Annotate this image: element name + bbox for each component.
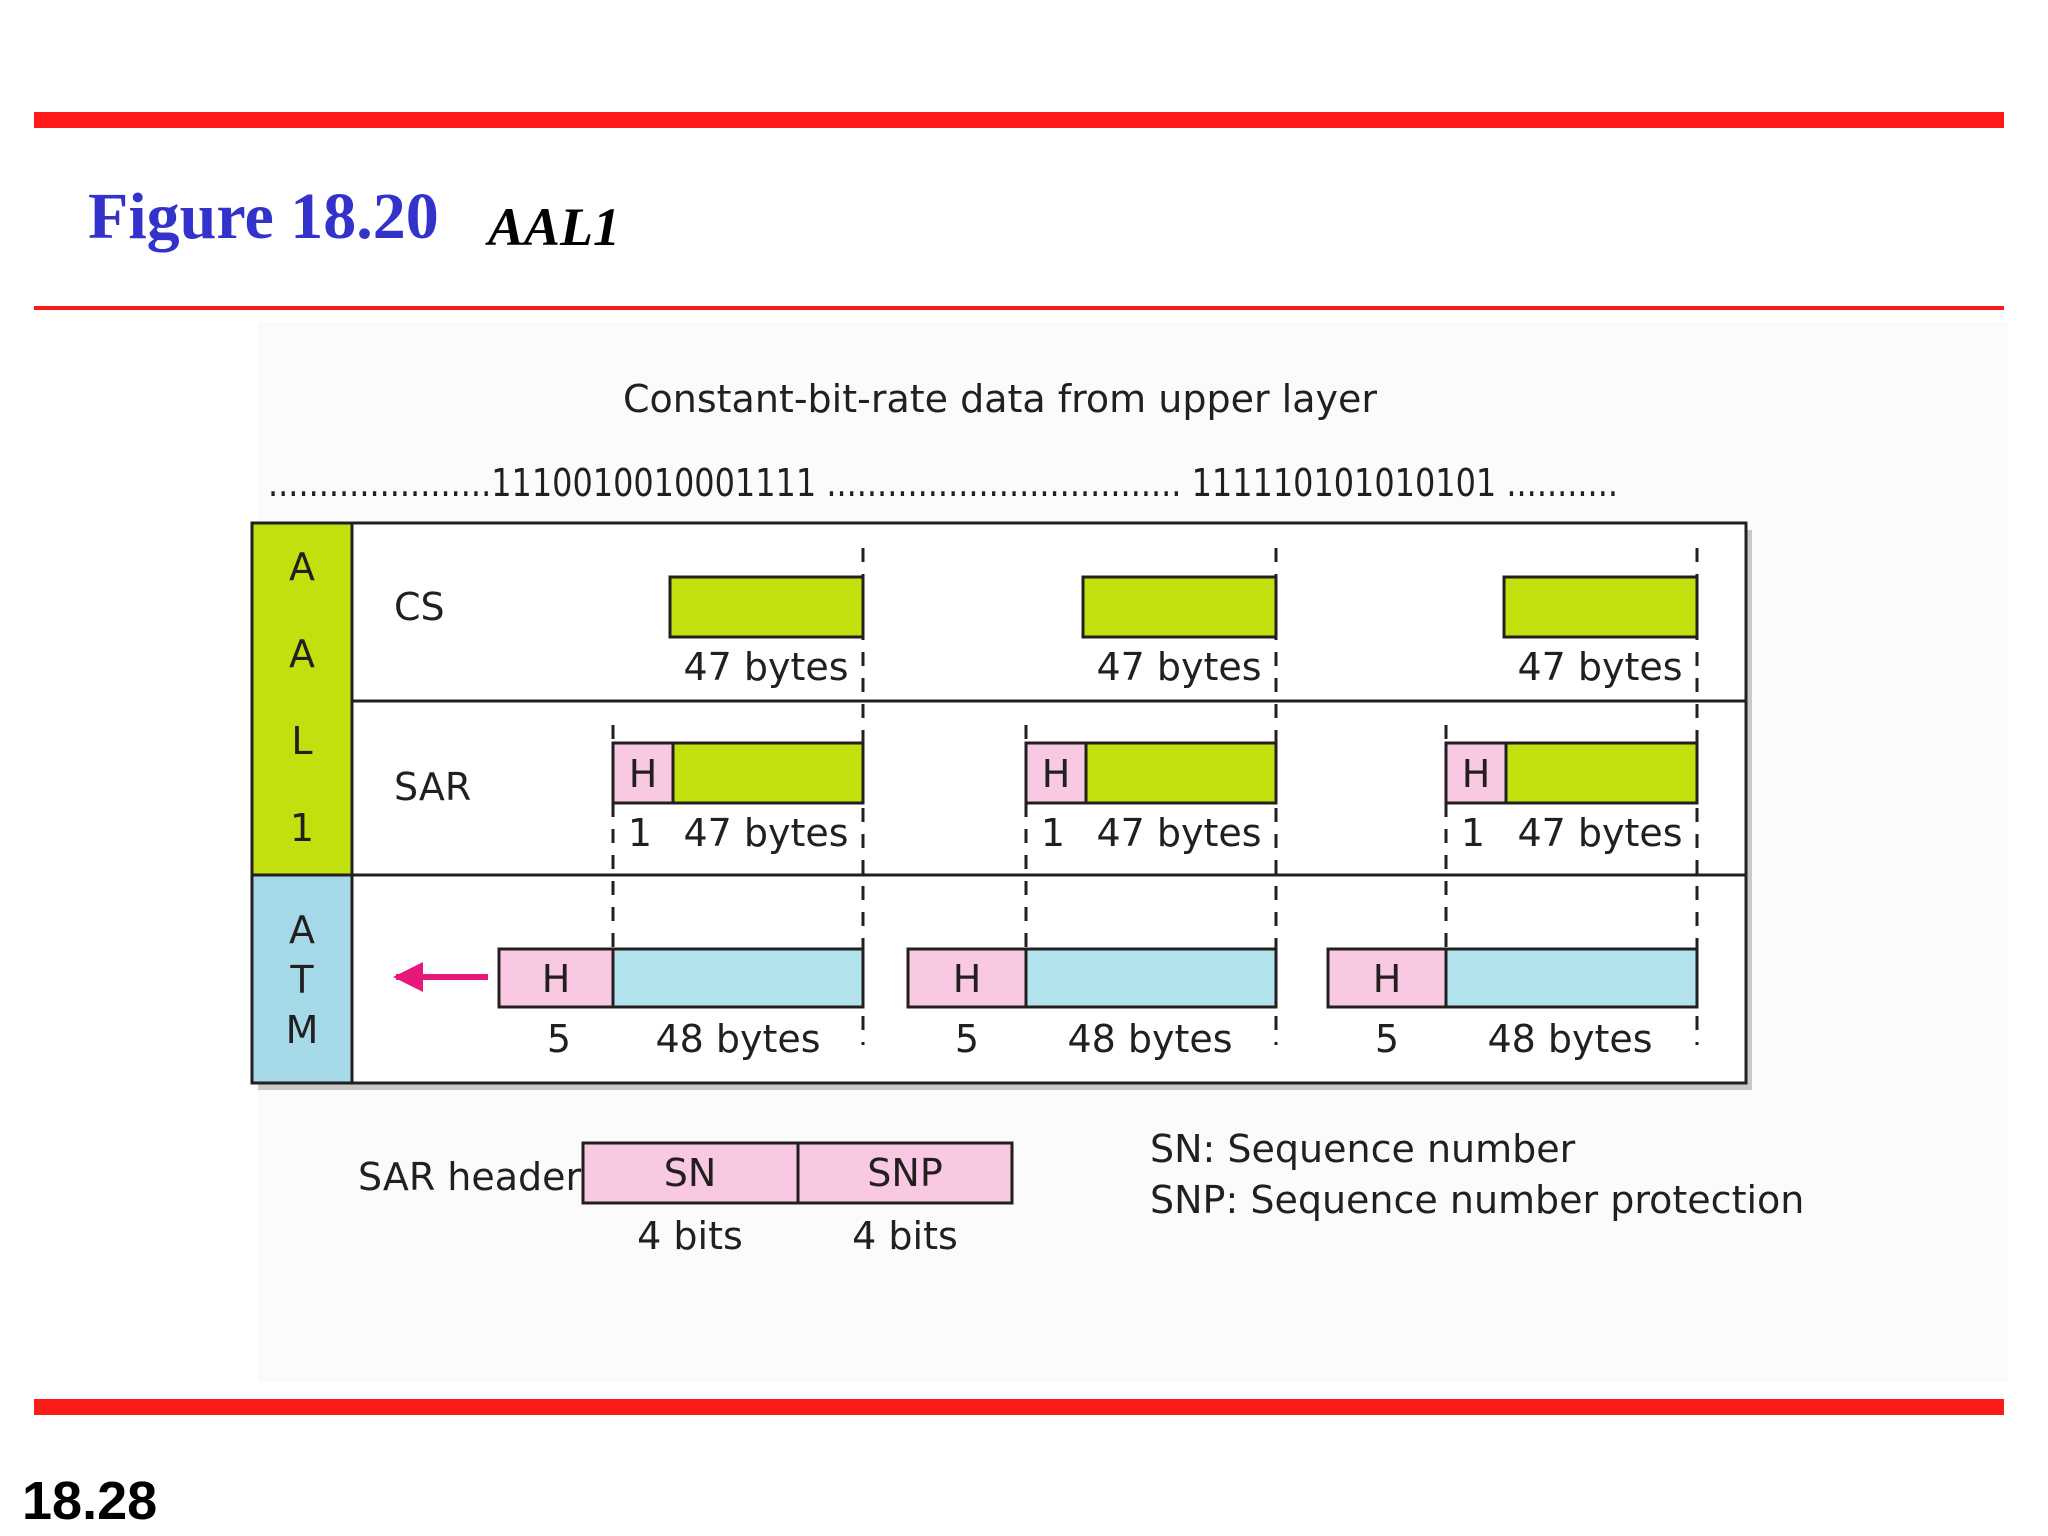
sar-header-size-3: 1: [1461, 811, 1485, 855]
aal1-side-bar: [250, 521, 354, 877]
sar-header-text-1: H: [629, 752, 658, 796]
cs-row-label: CS: [394, 585, 445, 629]
sar-payload-2: [1084, 741, 1278, 805]
bitstream-gap-1: [816, 461, 826, 505]
sar-payload-label-1: 47 bytes: [683, 811, 848, 855]
cs-payload-3: [1502, 575, 1699, 639]
bitstream-bits-2: 111110101010101: [1192, 461, 1497, 505]
title-divider-rule: [34, 306, 2004, 310]
top-red-rule: [34, 112, 2004, 128]
bitstream-gap-2: [1181, 461, 1191, 505]
atm-payload-label-1: 48 bytes: [655, 1017, 820, 1061]
bottom-red-rule: [34, 1399, 2004, 1415]
aal1-letter-3: L: [291, 719, 312, 763]
atm-payload-label-3: 48 bytes: [1487, 1017, 1652, 1061]
snp-field: [796, 1141, 1014, 1205]
atm-header-size-1: 5: [547, 1017, 571, 1061]
legend-sn: SN: Sequence number: [1150, 1127, 1576, 1171]
sar-header-text-3: H: [1462, 752, 1491, 796]
atm-letter-1: A: [289, 908, 315, 952]
sar-payload-label-3: 47 bytes: [1517, 811, 1682, 855]
atm-payload-3: [1444, 947, 1699, 1009]
legend-snp: SNP: Sequence number protection: [1150, 1178, 1804, 1222]
atm-letter-3: M: [286, 1008, 319, 1052]
sn-field-size: 4 bits: [637, 1214, 743, 1258]
cs-payload-1: [668, 575, 865, 639]
sar-header-size-2: 1: [1041, 811, 1065, 855]
sar-header-3: [1444, 741, 1508, 805]
bitstream-gap-3: [1496, 461, 1506, 505]
bitstream-dots-3: ...........: [1506, 461, 1618, 505]
atm-side-bar: [250, 873, 354, 1085]
bitstream-dots-1: ......................: [268, 461, 491, 505]
aal1-letter-4: 1: [290, 806, 314, 850]
atm-header-text-3: H: [1373, 957, 1402, 1001]
snp-field-size: 4 bits: [852, 1214, 958, 1258]
slide-number: 18.28: [22, 1471, 158, 1531]
bitstream-bits-1: 1110010010001111: [491, 461, 816, 505]
sar-payload-label-2: 47 bytes: [1096, 811, 1261, 855]
atm-header-text-1: H: [542, 957, 571, 1001]
atm-payload-1: [611, 947, 865, 1009]
atm-payload-2: [1024, 947, 1278, 1009]
sar-header-text-2: H: [1042, 752, 1071, 796]
bitstream-dots-2: ...................................: [826, 461, 1181, 505]
bitstream: ......................1110010010001111 .…: [268, 461, 1618, 505]
source-label: Constant-bit-rate data from upper layer: [623, 377, 1377, 421]
atm-header-size-3: 5: [1375, 1017, 1399, 1061]
sar-payload-3: [1504, 741, 1699, 805]
aal1-letter-1: A: [289, 545, 315, 589]
cs-payload-label-1: 47 bytes: [683, 645, 848, 689]
cs-payload-label-2: 47 bytes: [1096, 645, 1261, 689]
cs-payload-2: [1081, 575, 1278, 639]
aal1-letter-2: A: [289, 632, 315, 676]
figure-title: AAL1: [488, 197, 621, 257]
figure-number: Figure 18.20: [88, 180, 439, 253]
atm-header-size-2: 5: [955, 1017, 979, 1061]
sar-header-size-1: 1: [628, 811, 652, 855]
atm-payload-label-2: 48 bytes: [1067, 1017, 1232, 1061]
snp-field-label: SNP: [867, 1151, 942, 1195]
cs-payload-label-3: 47 bytes: [1517, 645, 1682, 689]
atm-letter-2: T: [289, 958, 314, 1002]
sn-field-label: SN: [664, 1151, 717, 1195]
atm-header-text-2: H: [953, 957, 982, 1001]
sar-row-label: SAR: [394, 765, 471, 809]
sn-field: [581, 1141, 800, 1205]
sar-header-detail-label: SAR header: [358, 1155, 582, 1199]
sar-payload-1: [671, 741, 865, 805]
